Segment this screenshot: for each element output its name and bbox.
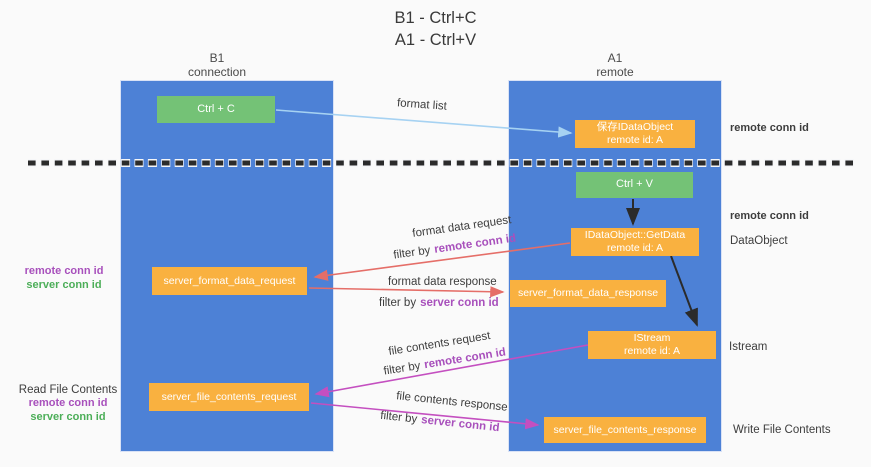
annot-remote-conn-id-mid: remote conn id [730,210,809,222]
annot-istream: Istream [729,341,768,353]
lane-b1-name: B1 [209,51,225,65]
label-format-list: format list [396,97,448,113]
getdata-line1: IDataObject::GetData [584,229,686,242]
lane-header-a1: A1 remote [508,51,722,80]
node-server-format-data-response: server_format_data_response [510,280,666,307]
server-conn-id-text: server conn id [420,414,501,435]
annot-left-server-conn-id-2: server conn id [30,411,106,424]
lane-a1-role: remote [596,65,634,80]
lane-b1-role: connection [187,65,247,80]
save-idataobject-line2: remote id: A [606,134,664,146]
annot-dataobject: DataObject [730,235,788,247]
istream-line1: IStream [633,332,671,345]
node-server-format-data-request: server_format_data_request [152,267,307,295]
annot-left-remote-conn-id-1: remote conn id [24,265,104,277]
server-file-contents-request-label: server_file_contents_request [161,390,297,403]
annot-left-conn-ids-top: remote conn id server conn id [16,265,112,293]
save-idataobject-line1: 保存IDataObject [596,121,674,134]
node-istream: IStream remote id: A [588,331,716,359]
server-conn-id-text: server conn id [420,297,499,309]
ctrl-v-label: Ctrl + V [616,178,653,191]
istream-line2: remote id: A [623,345,681,357]
diagram-title: B1 - Ctrl+C A1 - Ctrl+V [0,7,871,52]
node-idataobject-getdata: IDataObject::GetData remote id: A [571,228,699,256]
annot-write-file-contents: Write File Contents [733,424,831,436]
node-ctrl-c: Ctrl + C [157,96,275,123]
node-server-file-contents-request: server_file_contents_request [149,383,309,411]
title-line-1: B1 - Ctrl+C [394,9,477,27]
title-line-2: A1 - Ctrl+V [394,31,477,50]
filter-by-text: filter by [382,359,422,378]
label-file-contents-response: file contents response [395,390,509,414]
server-file-contents-response-label: server_file_contents_response [553,423,697,436]
server-format-data-response-label: server_format_data_response [517,287,659,300]
lane-a1-name: A1 [607,51,623,65]
filter-by-text: filter by [392,244,432,262]
arrow-format-data-response [308,286,505,298]
remote-conn-id-text: remote conn id [433,232,517,256]
getdata-line2: remote id: A [606,242,664,254]
node-save-idataobject: 保存IDataObject remote id: A [575,120,695,148]
filter-by-text: filter by [379,409,418,426]
node-ctrl-v: Ctrl + V [576,172,693,198]
annot-left-server-conn-id-1: server conn id [26,278,102,291]
lane-header-b1: B1 connection [110,51,324,80]
annot-read-file-contents: Read File Contents [18,384,118,396]
filter-by-text: filter by [379,297,417,309]
annot-remote-conn-id-top: remote conn id [730,122,809,134]
node-server-file-contents-response: server_file_contents_response [544,417,706,443]
ctrl-c-label: Ctrl + C [197,102,235,115]
annot-left-read-block: Read File Contents remote conn id server… [14,383,122,425]
annot-left-remote-conn-id-2: remote conn id [28,397,108,410]
server-format-data-request-label: server_format_data_request [163,274,296,287]
label-format-data-response: format data response [388,276,497,288]
